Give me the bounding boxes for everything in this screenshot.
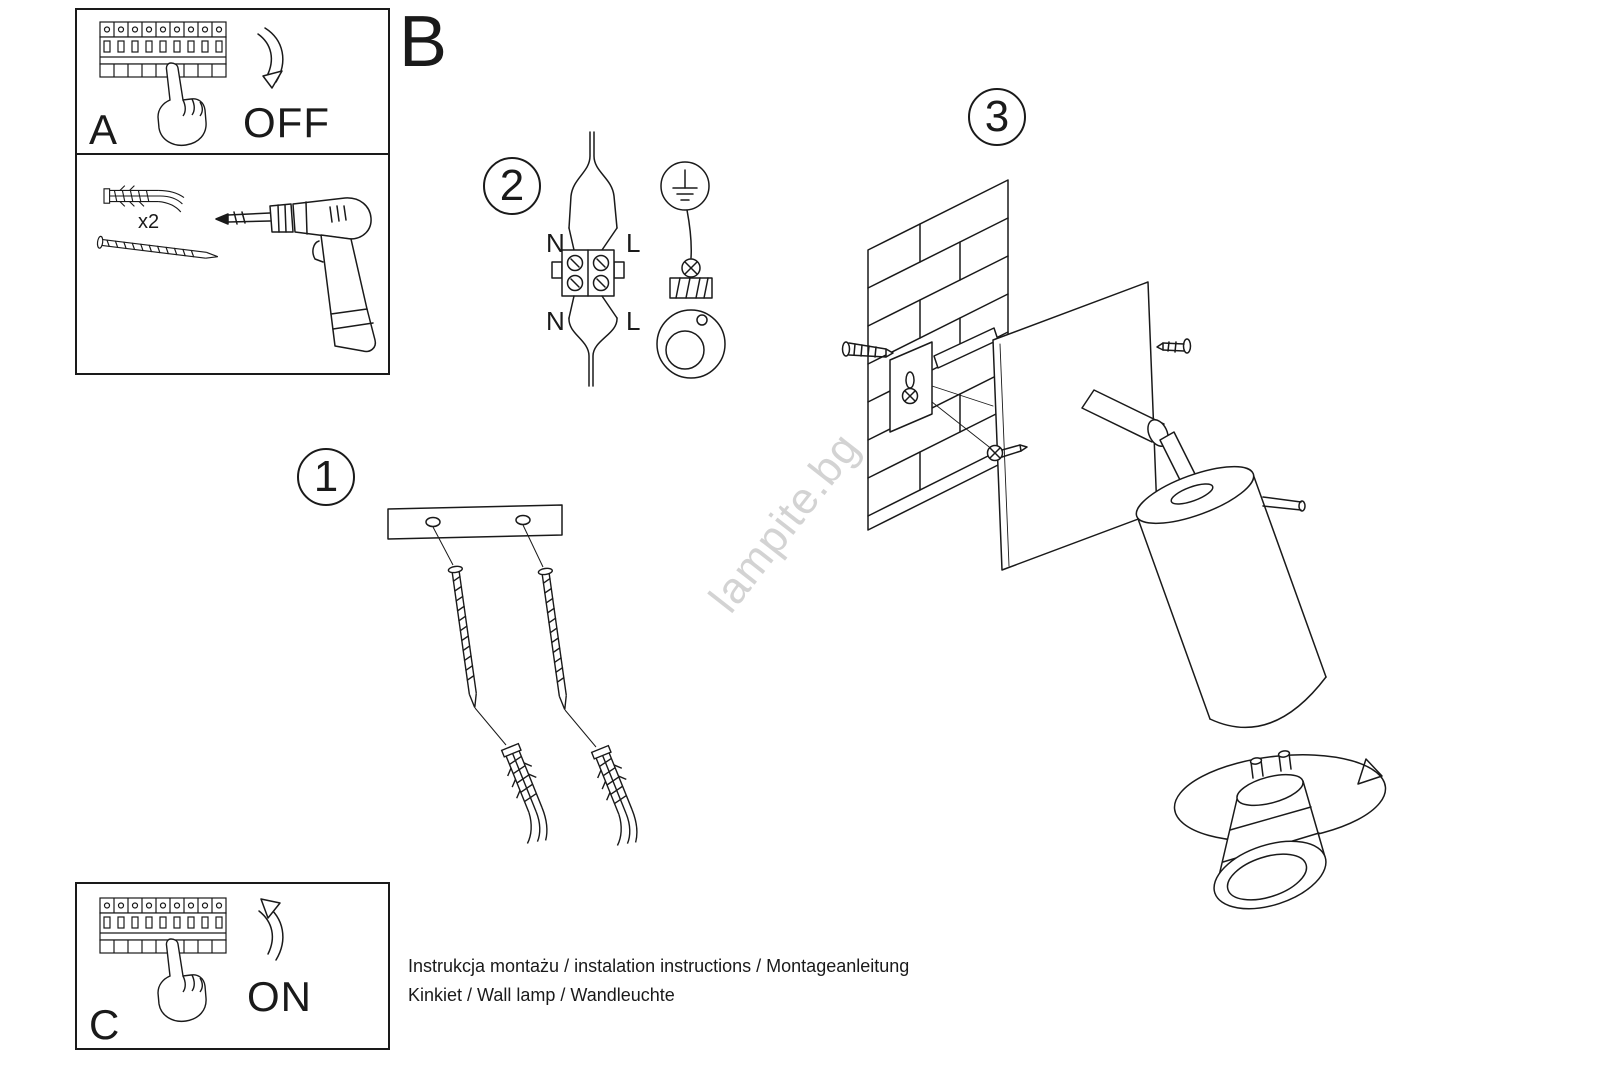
guide-line <box>432 526 454 566</box>
breaker-panel-icon <box>99 897 227 954</box>
power-on-label: ON <box>247 973 312 1020</box>
step-2-badge: 2 <box>483 157 541 215</box>
step-3-badge: 3 <box>968 88 1026 146</box>
screw-icon <box>537 566 573 712</box>
breaker-off-drawing <box>99 21 284 147</box>
screw-icon <box>447 564 483 710</box>
drill-icon <box>215 197 377 353</box>
terminal-block-icon <box>551 249 625 297</box>
power-off-label: OFF <box>243 99 330 146</box>
step-2-number: 2 <box>499 161 525 210</box>
switch-up-arrow-icon <box>258 898 284 961</box>
round-cover-icon <box>656 309 726 379</box>
gu10-bulb-icon <box>1213 750 1327 910</box>
lamp-cable <box>568 295 618 387</box>
earth-symbol-icon <box>660 161 710 211</box>
step-1-number: 1 <box>313 452 339 501</box>
power-off-box: OFF A <box>75 8 390 155</box>
switch-down-arrow-icon <box>257 27 284 89</box>
footer-line-1: Instrukcja montażu / instalation instruc… <box>408 956 910 976</box>
wall-anchor-icon <box>580 743 651 850</box>
mounting-bracket-icon <box>889 327 999 451</box>
breaker-on-drawing <box>99 897 284 1023</box>
breaker-panel-icon <box>99 21 227 78</box>
anchor-count-label: x2 <box>138 211 159 233</box>
ground-connector-icon <box>669 258 713 299</box>
panel-c-label: C <box>89 1001 120 1048</box>
power-on-box: ON C <box>75 882 390 1050</box>
section-b-label: B <box>399 2 448 82</box>
guide-line <box>564 709 597 748</box>
tools-box: x2 <box>75 153 390 375</box>
ground-wire <box>686 209 692 259</box>
guide-line <box>522 524 544 568</box>
lamp-shade <box>1135 465 1327 729</box>
footer: Instrukcja montażu / instalation instruc… <box>408 952 909 1010</box>
screw-icon <box>96 235 220 264</box>
tools-drawing: x2 <box>96 185 377 353</box>
wire-label-l-bottom: L <box>626 306 640 336</box>
plate-screw-bottom-icon <box>986 444 1028 462</box>
lamp-mounting-drawing <box>841 179 1387 910</box>
mounting-bar <box>387 504 563 540</box>
footer-line-2: Kinkiet / Wall lamp / Wandleuchte <box>408 985 675 1005</box>
wall-anchor-icon <box>103 185 185 213</box>
panel-a-label: A <box>89 106 118 153</box>
lamp-arm <box>1081 389 1199 489</box>
wire-label-n-bottom: N <box>546 306 565 336</box>
plate-screw-right-icon <box>1156 338 1192 354</box>
step-3-number: 3 <box>984 92 1010 141</box>
step-1-badge: 1 <box>297 448 355 506</box>
wall-anchor-icon <box>490 741 561 848</box>
supply-cable <box>568 131 618 251</box>
wall-screw-icon <box>841 341 894 358</box>
wire-label-n-top: N <box>546 228 565 258</box>
rotation-arrowhead <box>1357 758 1383 785</box>
wire-label-l-top: L <box>626 228 640 258</box>
wiring-diagram: N L N L <box>546 131 726 387</box>
guide-line <box>474 707 507 746</box>
screws-anchors-drawing <box>387 504 651 850</box>
